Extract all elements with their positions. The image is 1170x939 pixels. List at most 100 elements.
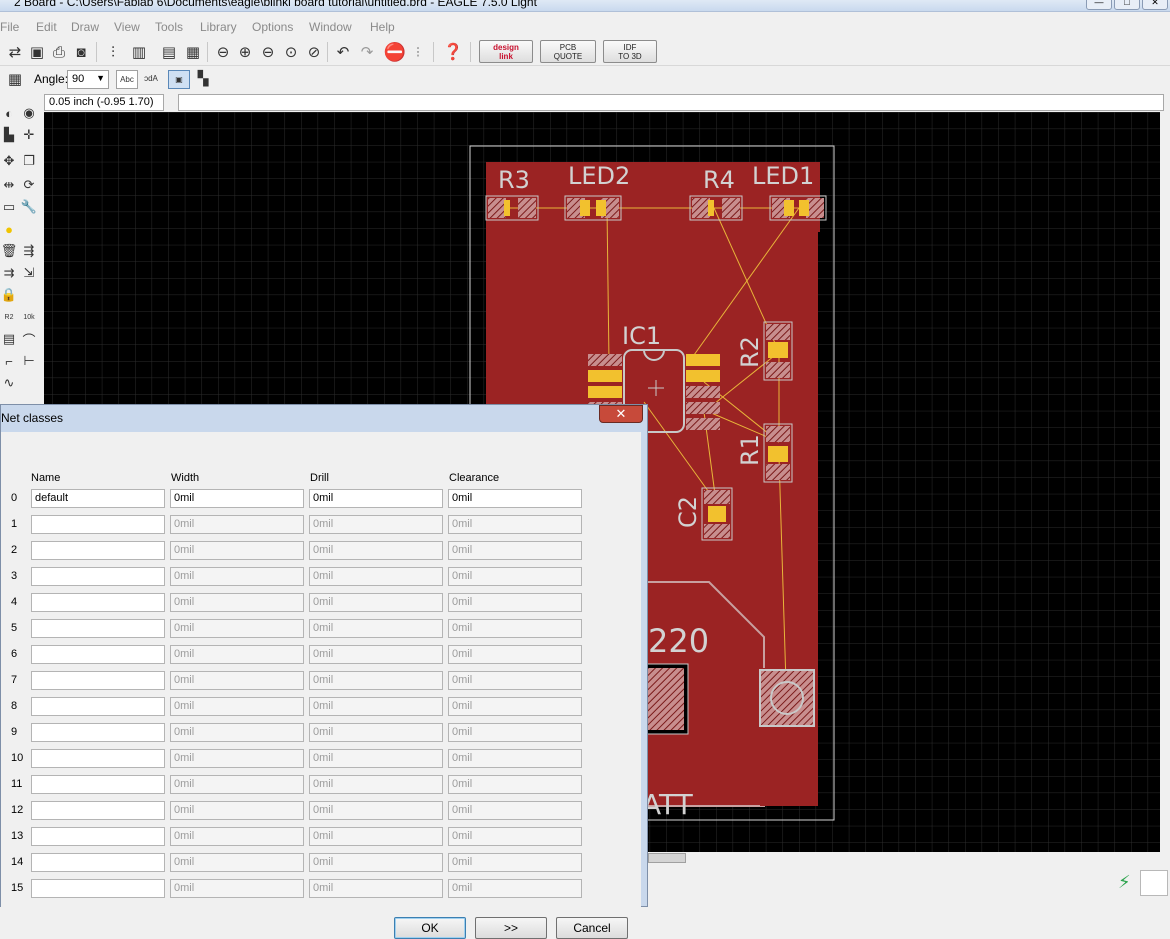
zoom-redraw-icon[interactable]: ⊙ bbox=[284, 44, 298, 61]
vertical-scrollbar[interactable] bbox=[1160, 112, 1170, 852]
name-field[interactable] bbox=[31, 567, 165, 586]
value-icon[interactable]: 10k bbox=[23, 313, 35, 321]
menu-options[interactable]: Options bbox=[252, 20, 294, 34]
horizontal-scrollbar[interactable] bbox=[640, 852, 1170, 864]
stop-icon[interactable]: ⛔ bbox=[383, 41, 407, 62]
part-r1[interactable] bbox=[763, 423, 793, 483]
ulp-icon[interactable]: ▦ bbox=[185, 44, 201, 61]
help-icon[interactable]: ❓ bbox=[443, 44, 463, 61]
zoom-in-icon[interactable]: ⊕ bbox=[238, 44, 252, 61]
paste-icon[interactable]: ● bbox=[5, 221, 13, 237]
replace-icon[interactable]: ⇉ bbox=[3, 265, 15, 280]
width-field[interactable]: 0mil bbox=[170, 619, 304, 638]
name-field[interactable] bbox=[31, 879, 165, 898]
minimize-button[interactable]: — bbox=[1086, 0, 1112, 10]
delete-icon[interactable]: 🗑 bbox=[0, 243, 18, 258]
width-field[interactable]: 0mil bbox=[170, 879, 304, 898]
battery-pad[interactable] bbox=[759, 669, 815, 727]
drill-field[interactable]: 0mil bbox=[309, 723, 443, 742]
optimize-icon[interactable]: ⊢ bbox=[23, 353, 35, 368]
drill-field[interactable]: 0mil bbox=[309, 593, 443, 612]
name-field[interactable]: default bbox=[31, 489, 165, 508]
drill-field[interactable]: 0mil bbox=[309, 567, 443, 586]
name-field[interactable] bbox=[31, 801, 165, 820]
clearance-field[interactable]: 0mil bbox=[448, 723, 582, 742]
name-field[interactable] bbox=[31, 697, 165, 716]
mark-icon[interactable]: ✛ bbox=[23, 127, 35, 142]
mirror-icon[interactable]: ⇹ bbox=[3, 177, 15, 192]
schematic-icon[interactable]: ▥ bbox=[131, 44, 147, 61]
drill-field[interactable]: 0mil bbox=[309, 749, 443, 768]
menu-draw[interactable]: Draw bbox=[71, 20, 100, 34]
drill-field[interactable]: 0mil bbox=[309, 619, 443, 638]
part-c2[interactable] bbox=[701, 487, 733, 541]
clearance-field[interactable]: 0mil bbox=[448, 671, 582, 690]
drill-field[interactable]: 0mil bbox=[309, 515, 443, 534]
menu-file[interactable]: File bbox=[0, 20, 20, 34]
name-field[interactable] bbox=[31, 775, 165, 794]
clearance-field[interactable]: 0mil bbox=[448, 541, 582, 560]
menu-window[interactable]: Window bbox=[309, 20, 352, 34]
zoom-fit-icon[interactable]: ⊖ bbox=[216, 44, 230, 61]
width-field[interactable]: 0mil bbox=[170, 515, 304, 534]
go-icon[interactable]: ⁝ bbox=[415, 44, 421, 61]
cancel-button[interactable]: Cancel bbox=[556, 917, 628, 939]
group-icon[interactable]: ▭ bbox=[2, 199, 16, 214]
layout-split-icon[interactable]: ▚ bbox=[197, 70, 209, 86]
drill-field[interactable]: 0mil bbox=[309, 879, 443, 898]
zoom-select-icon[interactable]: ⊘ bbox=[307, 44, 321, 61]
drill-field[interactable]: 0mil bbox=[309, 645, 443, 664]
show-icon[interactable]: ◉ bbox=[23, 105, 35, 120]
width-field[interactable]: 0mil bbox=[170, 567, 304, 586]
width-field[interactable]: 0mil bbox=[170, 723, 304, 742]
print-icon[interactable]: ⎙ bbox=[52, 43, 65, 61]
layout-view-icon[interactable]: ▣ bbox=[168, 70, 190, 89]
clearance-field[interactable]: 0mil bbox=[448, 827, 582, 846]
name-field[interactable] bbox=[31, 593, 165, 612]
menu-help[interactable]: Help bbox=[370, 20, 395, 34]
width-field[interactable]: 0mil bbox=[170, 853, 304, 872]
width-field[interactable]: 0mil bbox=[170, 541, 304, 560]
name-icon[interactable]: R2 bbox=[4, 313, 14, 321]
meander-icon[interactable]: ∿ bbox=[3, 375, 15, 390]
redo-icon[interactable]: ↷ bbox=[360, 44, 374, 61]
width-field[interactable]: 0mil bbox=[170, 697, 304, 716]
name-field[interactable] bbox=[31, 645, 165, 664]
part-ic1[interactable] bbox=[588, 349, 720, 433]
script-icon[interactable]: ▤ bbox=[161, 44, 177, 61]
menu-library[interactable]: Library bbox=[200, 20, 237, 34]
part-r3[interactable] bbox=[485, 195, 539, 221]
ok-button[interactable]: OK bbox=[394, 917, 466, 939]
info-icon[interactable]: ◐ bbox=[5, 105, 13, 121]
width-field[interactable]: 0mil bbox=[170, 671, 304, 690]
name-field[interactable] bbox=[31, 723, 165, 742]
drill-field[interactable]: 0mil bbox=[309, 853, 443, 872]
smash-icon[interactable]: ▤ bbox=[2, 331, 16, 346]
clearance-field[interactable]: 0mil bbox=[448, 775, 582, 794]
change-icon[interactable]: 🔧 bbox=[20, 199, 38, 214]
pcb-quote-button[interactable]: PCB QUOTE bbox=[540, 40, 596, 63]
undo-icon[interactable]: ↶ bbox=[336, 44, 350, 61]
close-window-button[interactable]: ✕ bbox=[1142, 0, 1168, 10]
dialog-close-button[interactable]: ✕ bbox=[599, 405, 643, 423]
width-field[interactable]: 0mil bbox=[170, 749, 304, 768]
width-field[interactable]: 0mil bbox=[170, 489, 304, 508]
bus-icon[interactable]: ⫶ bbox=[111, 43, 115, 61]
clearance-field[interactable]: 0mil bbox=[448, 489, 582, 508]
grid-icon[interactable]: ▦ bbox=[7, 71, 23, 88]
add-icon[interactable]: ⇶ bbox=[23, 243, 35, 258]
zoom-out-icon[interactable]: ⊖ bbox=[261, 44, 275, 61]
menu-edit[interactable]: Edit bbox=[36, 20, 57, 34]
miter-icon[interactable]: ⌒ bbox=[22, 332, 36, 348]
idf-to-3d-button[interactable]: IDF TO 3D bbox=[603, 40, 657, 63]
command-input[interactable] bbox=[178, 94, 1164, 111]
clearance-field[interactable]: 0mil bbox=[448, 515, 582, 534]
clearance-field[interactable]: 0mil bbox=[448, 749, 582, 768]
name-field[interactable] bbox=[31, 541, 165, 560]
lock-icon[interactable]: 🔒 bbox=[0, 287, 18, 302]
name-field[interactable] bbox=[31, 749, 165, 768]
drill-field[interactable]: 0mil bbox=[309, 671, 443, 690]
name-field[interactable] bbox=[31, 827, 165, 846]
save-icon[interactable]: ▣ bbox=[29, 44, 45, 61]
clearance-field[interactable]: 0mil bbox=[448, 853, 582, 872]
